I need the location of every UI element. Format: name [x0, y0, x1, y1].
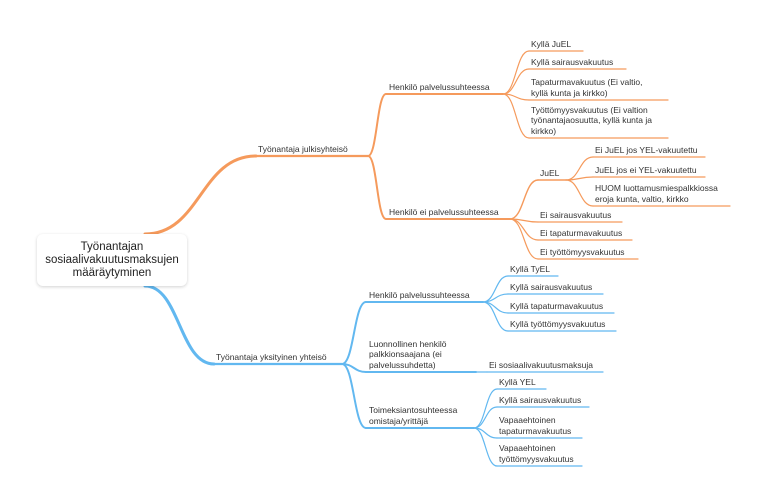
public-employed-item-2[interactable]: Tapaturmavakuutus (Ei valtio, kyllä kunt… [531, 77, 643, 98]
private-owner-item-1[interactable]: Kyllä sairausvakuutus [499, 394, 582, 405]
public-not-employed-connector [367, 155, 387, 220]
public-branch-connector [143, 154, 258, 236]
private-employed-item-1[interactable]: Kyllä sairausvakuutus [510, 281, 593, 292]
public-juel-item-0[interactable]: Ei JuEL jos YEL-vakuutettu [595, 144, 698, 155]
private-owner-topic[interactable]: Toimeksiantosuhteessa omistaja/yrittäjä [369, 405, 458, 426]
public-employed-item-3[interactable]: Työttömyysvakuutus (Ei valtion työnantaj… [531, 104, 652, 136]
public-employed-item-connector-0 [502, 50, 530, 95]
public-not-employed-item-0[interactable]: Ei sairausvakuutus [540, 209, 612, 220]
public-employer-topic[interactable]: Työnantaja julkisyhteisö [258, 143, 348, 154]
private-owner-item-connector-3 [473, 427, 498, 467]
private-employed-topic[interactable]: Henkilö palvelussuhteessa [369, 289, 470, 300]
root-topic[interactable]: Työnantajan sosiaalivakuutusmaksujen mää… [37, 234, 187, 286]
private-owner-item-connector-0 [473, 388, 498, 429]
private-employer-topic[interactable]: Työnantaja yksityinen yhteisö [216, 351, 327, 362]
private-branch-connector [143, 284, 216, 366]
public-employed-connector [367, 93, 387, 157]
private-employed-item-2[interactable]: Kyllä tapaturmavakuutus [510, 300, 604, 311]
private-owner-item-2[interactable]: Vapaaehtoinen tapaturmavakuutus [499, 415, 572, 436]
public-juel-connector [509, 179, 539, 220]
private-owner-item-connector-1 [473, 406, 498, 429]
private-employed-item-3[interactable]: Kyllä työttömyysvakuutus [510, 318, 606, 329]
public-not-employed-item-connector-2 [509, 218, 539, 260]
public-juel-item-connector-1 [565, 176, 594, 181]
public-juel-item-1[interactable]: JuEL jos ei YEL-vakuutettu [595, 164, 697, 175]
public-juel-item-connector-2 [565, 179, 594, 207]
public-employed-item-connector-1 [502, 68, 530, 95]
public-employed-item-1[interactable]: Kyllä sairausvakuutus [531, 56, 614, 67]
public-not-employed-item-2[interactable]: Ei työttömyysvakuutus [540, 246, 625, 257]
public-employed-item-0[interactable]: Kyllä JuEL [531, 38, 572, 49]
public-juel-item-2[interactable]: HUOM luottamusmiespalkkiossa eroja kunta… [595, 183, 718, 204]
private-employed-item-connector-3 [482, 301, 509, 332]
private-natural-person-item-0[interactable]: Ei sosiaalivakuutusmaksuja [489, 359, 593, 370]
private-owner-item-3[interactable]: Vapaaehtoinen työttömyysvakuutus [499, 443, 574, 464]
private-employed-item-0[interactable]: Kyllä TyEL [510, 263, 551, 274]
private-employed-connector [341, 301, 367, 365]
private-owner-connector [341, 363, 367, 429]
private-natural-person-topic[interactable]: Luonnollinen henkilö palkkionsaajana (ei… [369, 338, 447, 370]
public-not-employed-item-1[interactable]: Ei tapaturmavakuutus [540, 227, 623, 238]
public-juel-topic[interactable]: JuEL [540, 167, 560, 178]
private-owner-item-0[interactable]: Kyllä YEL [499, 376, 536, 387]
public-employed-topic[interactable]: Henkilö palvelussuhteessa [389, 81, 490, 92]
public-not-employed-topic[interactable]: Henkilö ei palvelussuhteessa [389, 206, 499, 217]
public-employed-item-connector-3 [502, 93, 530, 139]
